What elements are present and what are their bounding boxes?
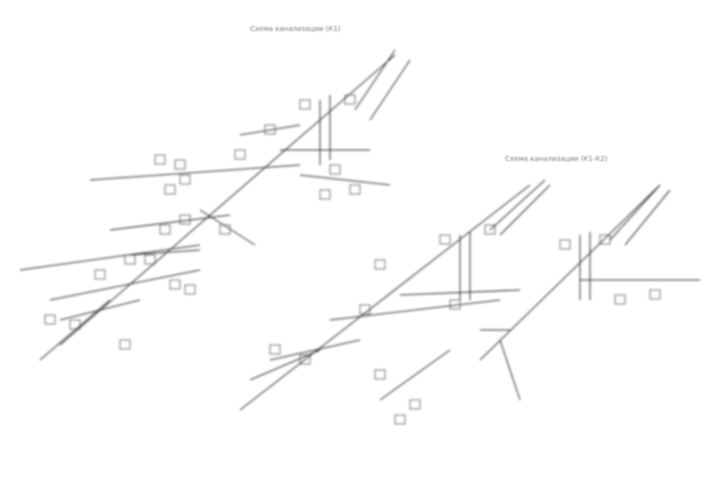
pipe-label-tag xyxy=(219,224,231,235)
pipe-label-tag xyxy=(329,164,341,175)
main-riser-right-2 xyxy=(479,184,661,361)
pipe-label-tag xyxy=(144,254,156,265)
pipe-segment xyxy=(369,59,411,121)
pipe-label-tag xyxy=(374,369,386,380)
pipe-label-tag xyxy=(374,259,386,270)
pipe-segment xyxy=(499,184,551,236)
pipe-label-tag xyxy=(269,344,281,355)
pipe-label-tag xyxy=(44,314,56,325)
pipe-label-tag xyxy=(159,224,171,235)
pipe-segment xyxy=(499,339,521,401)
pipe-segment xyxy=(354,49,396,111)
pipe-label-tag xyxy=(234,149,246,160)
pipe-segment xyxy=(329,299,501,321)
pipe-segment xyxy=(489,179,546,231)
pipe-label-tag xyxy=(614,294,626,305)
pipe-segment xyxy=(199,209,256,246)
pipe-label-tag xyxy=(179,174,191,185)
pipe-label-tag xyxy=(299,354,311,365)
pipe-label-tag xyxy=(359,304,371,315)
pipe-label-tag xyxy=(124,254,136,265)
pipe-label-tag xyxy=(264,124,276,135)
pipe-label-tag xyxy=(319,189,331,200)
pipe-label-tag xyxy=(94,269,106,280)
pipe-label-tag xyxy=(344,94,356,105)
main-riser-left xyxy=(59,54,396,346)
schematic-title-left: Схема канализации (К1) xyxy=(250,25,341,33)
pipe-label-tag xyxy=(449,299,461,310)
pipe-label-tag xyxy=(349,184,361,195)
pipe-label-tag xyxy=(409,399,421,410)
pipe-label-tag xyxy=(154,154,166,165)
main-riser-right-1 xyxy=(239,184,531,411)
pipe-segment xyxy=(129,249,201,256)
pipe-segment xyxy=(624,189,671,246)
pipe-label-tag xyxy=(559,239,571,250)
pipe-label-tag xyxy=(184,284,196,295)
pipe-segment xyxy=(89,164,301,181)
pipe-label-tag xyxy=(599,234,611,245)
pipe-label-tag xyxy=(169,279,181,290)
pipe-segment xyxy=(269,339,361,361)
pipe-label-tag xyxy=(119,339,131,350)
pipe-label-tag xyxy=(484,224,496,235)
pipe-label-tag xyxy=(649,289,661,300)
schematic-title-right: Схема канализации (К1-К2) xyxy=(505,155,608,163)
pipe-segment xyxy=(59,299,141,321)
pipe-segment xyxy=(39,299,111,361)
pipe-segment xyxy=(239,124,301,136)
pipe-segment xyxy=(49,269,201,301)
pipe-label-tag xyxy=(299,99,311,110)
pipe-label-tag xyxy=(69,319,81,330)
pipe-label-tag xyxy=(174,159,186,170)
pipe-label-tag xyxy=(439,234,451,245)
pipe-label-tag xyxy=(179,214,191,225)
pipe-segment xyxy=(609,184,661,241)
pipe-segment xyxy=(399,289,521,296)
pipe-label-tag xyxy=(164,184,176,195)
pipe-segment xyxy=(379,349,451,401)
pipe-label-tag xyxy=(394,414,406,425)
pipe-segment xyxy=(109,214,231,231)
pipe-segment xyxy=(19,244,201,271)
pipe-segment xyxy=(299,174,391,186)
